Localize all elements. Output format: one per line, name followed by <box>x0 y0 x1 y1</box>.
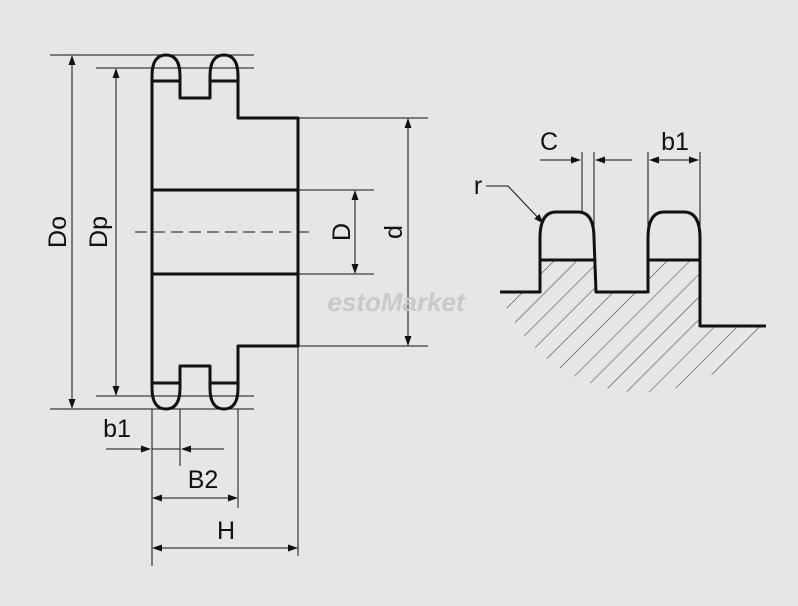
label-d: d <box>380 225 408 239</box>
label-C: C <box>540 128 558 156</box>
sprocket-upper-section <box>150 53 300 192</box>
tooth-profile-outline <box>500 210 766 328</box>
label-Do: Do <box>44 216 72 248</box>
label-b1-right: b1 <box>661 128 689 156</box>
label-H: H <box>217 517 235 545</box>
label-b1-left: b1 <box>103 415 131 443</box>
label-D: D <box>328 223 356 241</box>
label-B2: B2 <box>188 466 219 494</box>
sprocket-lower-section <box>150 272 300 411</box>
sprocket-section-view: Do Dp D d b1 B2 H <box>44 53 428 566</box>
watermark: estoMarket <box>327 287 466 317</box>
label-r: r <box>474 172 482 200</box>
tooth-profile-detail: C b1 r <box>474 128 766 393</box>
leader-r <box>486 185 544 224</box>
label-Dp: Dp <box>85 216 113 248</box>
